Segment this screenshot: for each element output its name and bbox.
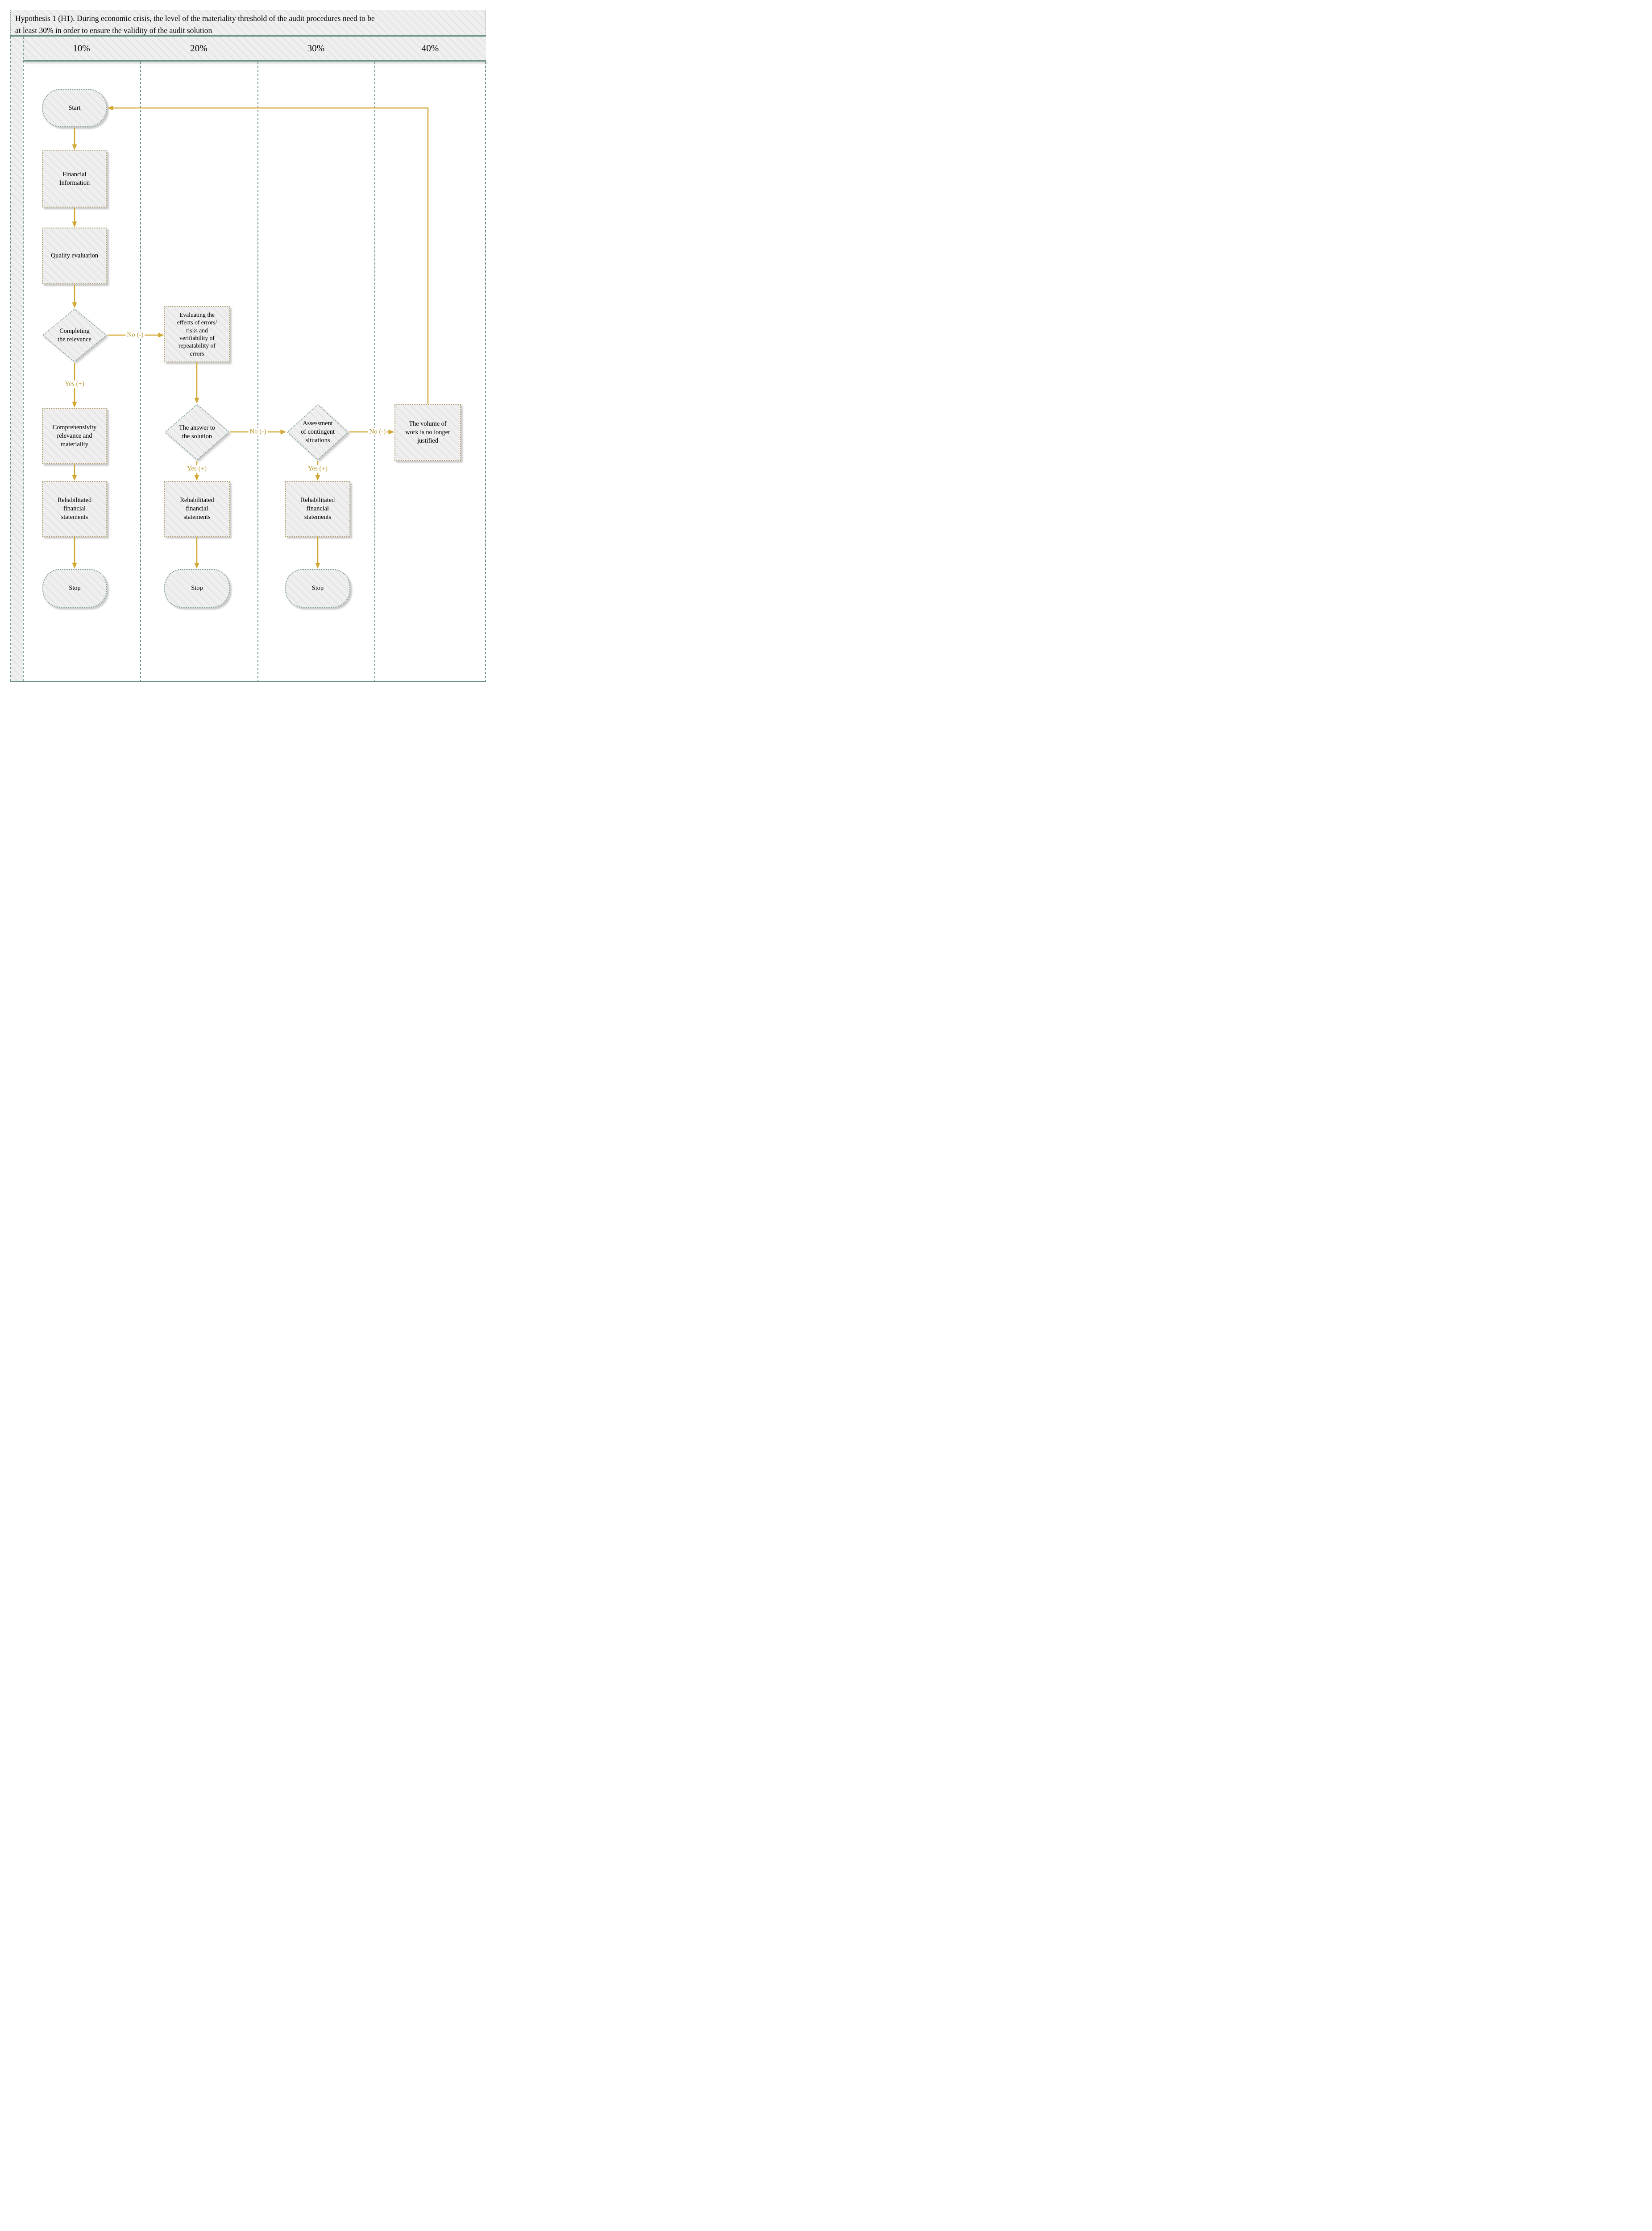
node-rehabilitated-3: Rehabilitated financial statements (285, 481, 350, 537)
node-rehabilitated-2-label: Rehabilitated financial statements (180, 497, 214, 521)
title-box: Hypothesis 1 (H1). During economic crisi… (10, 10, 486, 35)
node-start: Start (42, 89, 107, 127)
column-header-40: 40% (421, 43, 439, 54)
decision-answer-solution-label: The answer to the solution (179, 424, 215, 440)
bottom-border-line (10, 681, 486, 682)
decision-answer-solution: The answer to the solution (164, 404, 230, 460)
edge-label-yes-1: Yes (+) (63, 380, 86, 388)
node-rehabilitated-1-label: Rehabilitated financial statements (57, 497, 92, 521)
edge-label-no-2: No (-) (248, 428, 268, 436)
decision-completing-relevance: Completing the relevance (42, 308, 107, 362)
header-bottom-line (23, 60, 486, 62)
column-header-10: 10% (73, 43, 90, 54)
node-comprehensivity-label: Comprehensivity relevance and materialit… (52, 423, 97, 448)
node-financial-information-label: Financial Information (59, 171, 90, 187)
node-rehabilitated-2: Rehabilitated financial statements (164, 481, 230, 537)
outer-right-dashed-border (485, 62, 486, 681)
flowchart-canvas: Hypothesis 1 (H1). During economic crisi… (0, 0, 495, 700)
edge-label-yes-3: Yes (+) (306, 465, 329, 473)
node-start-label: Start (68, 104, 81, 112)
arrow-volume-feedback-to-start (107, 105, 429, 404)
node-rehabilitated-1: Rehabilitated financial statements (42, 481, 107, 537)
node-stop-1-label: Stop (69, 585, 81, 592)
node-stop-2-label: Stop (191, 585, 203, 592)
node-quality-evaluation-label: Quality evaluation (50, 252, 98, 259)
node-stop-2: Stop (164, 569, 230, 608)
decision-completing-relevance-label: Completing the relevance (58, 327, 91, 343)
strip-divider (23, 37, 24, 681)
outer-left-dashed-border (10, 37, 11, 681)
node-volume-work: The volume of work is no longer justifie… (394, 404, 461, 461)
node-stop-3: Stop (285, 569, 350, 608)
decision-assessment-contingent: Assessment of contingent situations (286, 404, 349, 460)
node-comprehensivity: Comprehensivity relevance and materialit… (42, 408, 107, 464)
diamond-shape (286, 404, 349, 460)
decision-assessment-contingent-label: Assessment of contingent situations (301, 420, 335, 444)
column-header-row: 10% 20% 30% 40% (23, 37, 486, 60)
edge-label-no-1: No (-) (125, 331, 145, 339)
column-divider-3 (374, 62, 375, 681)
node-stop-3-label: Stop (311, 585, 324, 592)
node-quality-evaluation: Quality evaluation (42, 228, 107, 284)
edge-label-no-3: No (-) (368, 428, 387, 436)
diamond-shape (164, 404, 230, 460)
node-financial-information: Financial Information (42, 150, 107, 207)
column-divider-2 (257, 62, 258, 681)
node-volume-work-label: The volume of work is no longer justifie… (405, 420, 450, 444)
page-title: Hypothesis 1 (H1). During economic crisi… (15, 14, 375, 35)
header-top-line (10, 35, 486, 37)
node-rehabilitated-3-label: Rehabilitated financial statements (300, 497, 335, 521)
node-evaluating-effects: Evaluating the effects of errors/ risks … (164, 306, 230, 362)
column-header-30: 30% (307, 43, 325, 54)
edge-label-yes-2: Yes (+) (185, 465, 208, 473)
node-stop-1: Stop (42, 569, 107, 608)
node-evaluating-effects-label: Evaluating the effects of errors/ risks … (177, 311, 217, 357)
swimlane-left-strip (11, 37, 23, 681)
column-divider-1 (140, 62, 141, 681)
column-header-20: 20% (190, 43, 208, 54)
diamond-shape (42, 308, 107, 362)
